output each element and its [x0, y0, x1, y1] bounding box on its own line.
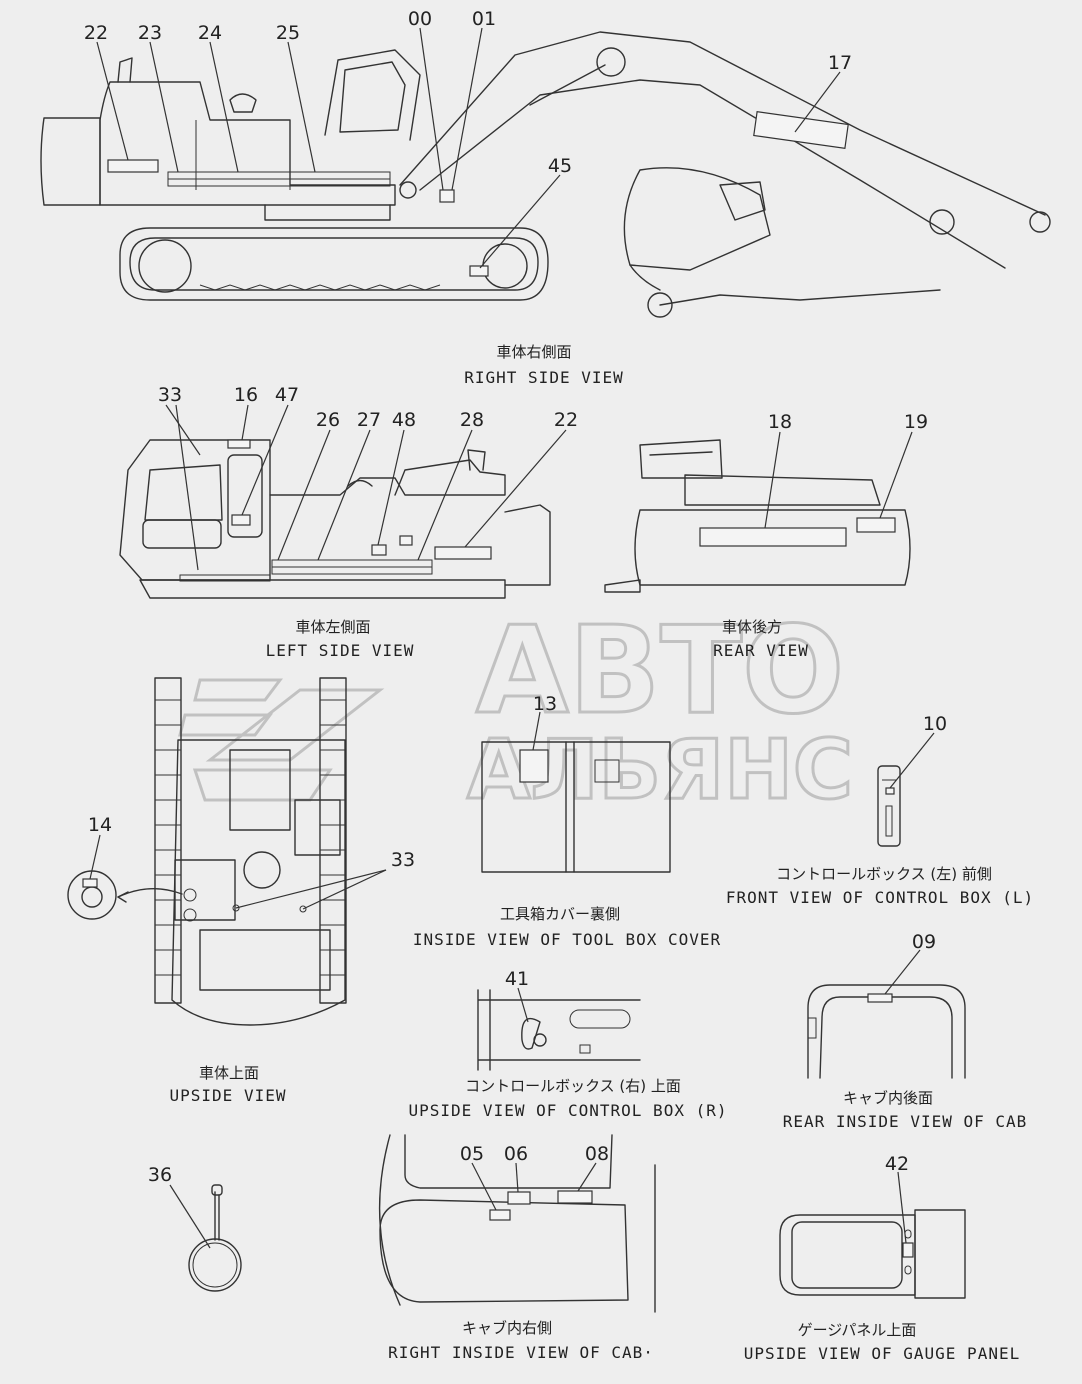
caption-control-box-r-jp: コントロールボックス (右) 上面 [465, 1077, 681, 1095]
callout-01: 01 [472, 8, 496, 30]
callout-16: 16 [234, 384, 258, 406]
callout-08: 08 [585, 1143, 609, 1165]
callout-13: 13 [533, 693, 557, 715]
callout-33-left: 33 [158, 384, 182, 406]
callout-28: 28 [460, 409, 484, 431]
callout-45: 45 [548, 155, 572, 177]
callout-41: 41 [505, 968, 529, 990]
callout-23: 23 [138, 22, 162, 44]
callout-33-upside: 33 [391, 849, 415, 871]
caption-right-side-jp: 車体右側面 [496, 343, 571, 361]
caption-control-box-l-jp: コントロールボックス (左) 前側 [776, 865, 992, 883]
callout-24: 24 [198, 22, 222, 44]
watermark: АВТО АЛЬЯНС [178, 601, 855, 820]
caption-gauge-panel-jp: ゲージパネル上面 [798, 1321, 917, 1339]
callout-47: 47 [275, 384, 299, 406]
caption-cab-rear-en: REAR INSIDE VIEW OF CAB [783, 1112, 1028, 1131]
upside-view: 14 33 車体上面 UPSIDE VIEW [67, 677, 415, 1105]
caption-upside-en: UPSIDE VIEW [170, 1086, 287, 1105]
callout-36: 36 [148, 1164, 172, 1186]
caption-left-side-jp: 車体左側面 [295, 618, 370, 636]
callout-00: 00 [408, 8, 432, 30]
cable-view: 36 [148, 1164, 242, 1292]
caption-right-side-en: RIGHT SIDE VIEW [464, 368, 624, 387]
callout-10: 10 [923, 713, 947, 735]
callout-19: 19 [904, 411, 928, 433]
left-side-view: 33 16 47 26 27 48 28 22 車体左側面 LEFT SIDE … [119, 384, 578, 660]
caption-cab-right-en: RIGHT INSIDE VIEW OF CAB· [388, 1343, 654, 1362]
cab-rear-view: 09 キャブ内後面 REAR INSIDE VIEW OF CAB [783, 931, 1028, 1131]
callout-18: 18 [768, 411, 792, 433]
callout-14: 14 [88, 814, 112, 836]
caption-tool-box-jp: 工具箱カバー裏側 [500, 905, 620, 923]
caption-rear-jp: 車体後方 [722, 618, 782, 636]
callout-09: 09 [912, 931, 936, 953]
caption-tool-box-en: INSIDE VIEW OF TOOL BOX COVER [413, 930, 721, 949]
callout-25: 25 [276, 22, 300, 44]
callout-06: 06 [504, 1143, 528, 1165]
control-box-l-view: 10 コントロールボックス (左) 前側 FRONT VIEW OF CONTR… [726, 713, 1034, 907]
callout-42: 42 [885, 1153, 909, 1175]
callout-48: 48 [392, 409, 416, 431]
callout-22-left: 22 [554, 409, 578, 431]
callout-27: 27 [357, 409, 381, 431]
callout-26: 26 [316, 409, 340, 431]
callout-05: 05 [460, 1143, 484, 1165]
rear-view: 18 19 車体後方 REAR VIEW [604, 411, 928, 660]
gauge-panel-view: 42 ゲージパネル上面 UPSIDE VIEW OF GAUGE PANEL [744, 1153, 1020, 1363]
cab-right-view: 05 06 08 キャブ内右側 RIGHT INSIDE VIEW OF CAB… [378, 1134, 656, 1362]
caption-control-box-l-en: FRONT VIEW OF CONTROL BOX (L) [726, 888, 1034, 907]
control-box-r-view: 41 コントロールボックス (右) 上面 UPSIDE VIEW OF CONT… [409, 968, 728, 1120]
callout-17: 17 [828, 52, 852, 74]
caption-rear-en: REAR VIEW [713, 641, 809, 660]
callout-22-right: 22 [84, 22, 108, 44]
caption-left-side-en: LEFT SIDE VIEW [266, 641, 415, 660]
caption-control-box-r-en: UPSIDE VIEW OF CONTROL BOX (R) [409, 1101, 728, 1120]
tool-box-cover-view: 13 工具箱カバー裏側 INSIDE VIEW OF TOOL BOX COVE… [413, 693, 721, 949]
caption-gauge-panel-en: UPSIDE VIEW OF GAUGE PANEL [744, 1344, 1020, 1363]
watermark-line1: АВТО [476, 602, 844, 741]
caption-upside-jp: 車体上面 [199, 1064, 259, 1082]
caption-cab-rear-jp: キャブ内後面 [843, 1089, 933, 1107]
right-side-view: 22 23 24 25 00 01 17 45 車体右側面 RIGHT SIDE… [40, 8, 1051, 387]
caption-cab-right-jp: キャブ内右側 [462, 1319, 552, 1337]
